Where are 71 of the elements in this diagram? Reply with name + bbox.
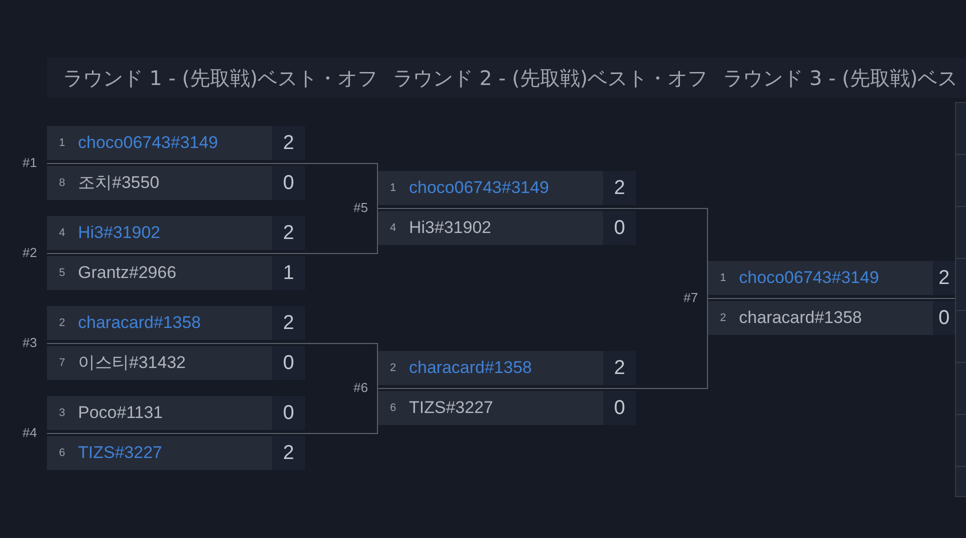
bracket-line [304, 388, 378, 434]
player-name: choco06743#3149 [78, 133, 218, 153]
seed-number: 3 [59, 406, 66, 420]
bracket-line [304, 343, 378, 389]
score: 0 [272, 396, 305, 430]
seed-number: 7 [59, 356, 66, 370]
seed-number: 2 [390, 362, 396, 374]
seed-number: 2 [59, 316, 66, 330]
player-name: Hi3#31902 [78, 223, 160, 243]
match-number: #2 [22, 245, 37, 261]
player-row [378, 391, 603, 425]
score: 0 [272, 166, 305, 200]
seed-number: 2 [720, 312, 726, 324]
seed-number: 5 [59, 266, 66, 280]
player-name: characard#1358 [409, 358, 532, 378]
match-number: #5 [354, 200, 368, 216]
seed-number: 8 [59, 176, 66, 190]
player-name: characard#1358 [739, 308, 862, 328]
round-header: ラウンド 3 - (先取戦)ベス [723, 67, 958, 89]
player-name: TIZS#3227 [78, 443, 162, 463]
match-card [47, 216, 305, 290]
match-number: #6 [354, 380, 368, 396]
score: 2 [272, 306, 305, 340]
match-card [378, 171, 636, 245]
player-row [708, 261, 933, 295]
seed-number: 4 [390, 222, 396, 234]
bracket-line [304, 163, 378, 209]
seed-number: 1 [390, 182, 396, 194]
player-row [378, 211, 603, 245]
score: 0 [603, 211, 636, 245]
match-number: #7 [684, 290, 698, 306]
player-row [378, 351, 603, 385]
score: 1 [272, 256, 305, 290]
match-card [47, 396, 305, 470]
player-name: choco06743#3149 [409, 178, 549, 198]
seed-number: 1 [59, 136, 66, 150]
match-number: #4 [22, 425, 37, 441]
score: 2 [272, 126, 305, 160]
player-name: 조치#3550 [78, 173, 160, 193]
match-card [378, 351, 636, 425]
score: 2 [603, 351, 636, 385]
score: 0 [933, 301, 955, 335]
bracket-line [636, 208, 708, 299]
match-number: #1 [22, 155, 37, 171]
score: 0 [603, 391, 636, 425]
score: 2 [603, 171, 636, 205]
player-name: TIZS#3227 [409, 398, 494, 418]
match-card [708, 261, 955, 335]
score: 0 [272, 346, 305, 380]
seed-number: 1 [720, 272, 726, 284]
match-number: #3 [22, 335, 37, 351]
match-card [47, 126, 305, 200]
bracket-line [304, 208, 378, 254]
player-row [378, 171, 603, 205]
seed-number: 6 [390, 402, 396, 414]
seed-number: 6 [59, 446, 66, 460]
score: 2 [933, 261, 955, 295]
score: 2 [272, 436, 305, 470]
player-name: characard#1358 [78, 313, 201, 333]
round-header: ラウンド 1 - (先取戦)ベスト・オフ [63, 67, 378, 89]
player-row [708, 301, 933, 335]
player-name: 이스티#31432 [78, 353, 186, 373]
seed-number: 4 [59, 226, 66, 240]
player-name: choco06743#3149 [739, 268, 879, 288]
bracket-line [636, 298, 708, 389]
round-header: ラウンド 2 - (先取戦)ベスト・オフ [393, 67, 708, 89]
player-name: Hi3#31902 [409, 218, 492, 238]
player-name: Grantz#2966 [78, 263, 176, 283]
match-card [47, 306, 305, 380]
score: 2 [272, 216, 305, 250]
player-name: Poco#1131 [78, 403, 163, 423]
